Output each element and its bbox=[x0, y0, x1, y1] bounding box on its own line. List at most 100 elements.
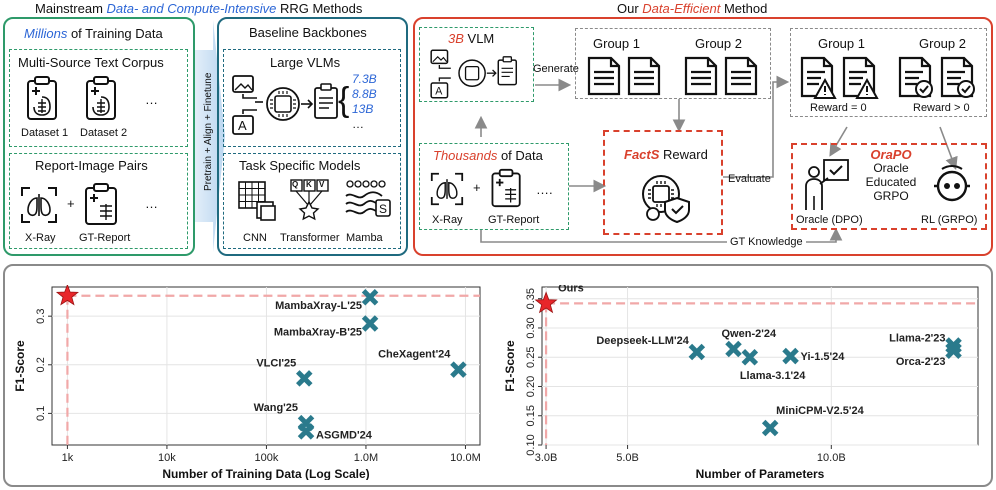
mainstream-title-accent: Data- and Compute-Intensive bbox=[106, 1, 277, 16]
ours-star-marker bbox=[534, 291, 558, 314]
cnn-label: CNN bbox=[243, 232, 267, 244]
baseline-panel bbox=[217, 17, 408, 256]
x-tick-label: 10k bbox=[158, 452, 176, 464]
rew-group2-label: Group 2 bbox=[919, 36, 966, 51]
baseline-title: Baseline Backbones bbox=[249, 25, 367, 40]
x-marker bbox=[450, 361, 467, 378]
facts-title: FactS Reward bbox=[624, 147, 708, 162]
millions-title: Millions of Training Data bbox=[24, 26, 163, 41]
rl-label: RL (GRPO) bbox=[921, 214, 978, 226]
rl-agent-icon bbox=[934, 164, 970, 202]
corpus-title: Multi-Source Text Corpus bbox=[18, 55, 164, 70]
generated-groups-box bbox=[575, 28, 771, 99]
point-label: ASGMD'24 bbox=[316, 429, 373, 441]
x-axis-label: Number of Parameters bbox=[696, 467, 825, 480]
vlm-size-1: 7.3B bbox=[352, 72, 377, 86]
check-docs-icon bbox=[898, 56, 975, 98]
orapo-description: Oracle Educated GRPO bbox=[865, 161, 917, 203]
pairs-plus: + bbox=[67, 196, 75, 211]
task-title: Task Specific Models bbox=[239, 158, 361, 173]
dataset1-icon bbox=[27, 76, 57, 120]
point-label: Ours bbox=[558, 285, 584, 294]
thousands-data-box bbox=[419, 143, 569, 230]
ours-ellipsis: …. bbox=[536, 182, 553, 197]
transformer-label: Transformer bbox=[280, 232, 340, 244]
y-tick-label: 0.2 bbox=[35, 357, 47, 372]
point-label: MambaXray-L'25 bbox=[275, 300, 362, 312]
vlm-brace: { bbox=[338, 81, 350, 119]
dataset2-label: Dataset 2 bbox=[80, 127, 128, 139]
orapo-title: OraPO bbox=[870, 147, 912, 162]
x-axis-label: Number of Training Data (Log Scale) bbox=[162, 467, 369, 480]
dataset1-label: Dataset 1 bbox=[21, 127, 69, 139]
mamba-label: Mamba bbox=[346, 232, 383, 244]
y-tick-label: 0.10 bbox=[525, 434, 537, 455]
transformer-icon bbox=[290, 179, 329, 221]
gen-group2-docs-icon bbox=[684, 56, 758, 96]
generate-label: Generate bbox=[533, 63, 579, 75]
gt-report-label: GT-Report bbox=[79, 232, 131, 244]
plot-area bbox=[541, 286, 979, 446]
pairs-ellipsis: … bbox=[145, 196, 158, 211]
oracle-label: Oracle (DPO) bbox=[796, 214, 863, 226]
point-label: Yi-1.5'24 bbox=[801, 351, 846, 363]
point-label: CheXagent'24 bbox=[378, 349, 451, 361]
vlm-box bbox=[223, 49, 401, 147]
x-tick-label: 10.0B bbox=[817, 452, 846, 464]
y-tick-label: 0.15 bbox=[525, 405, 537, 426]
vlm-size-list: 7.3B 8.8B 13B … bbox=[352, 72, 377, 132]
point-label: Llama-3.1'24 bbox=[740, 370, 806, 382]
cnn-icon bbox=[238, 181, 276, 221]
ours-title-accent: Data-Efficient bbox=[642, 1, 721, 16]
point-label: Llama-2'23 bbox=[889, 333, 945, 345]
point-label: MiniCPM-V2.5'24 bbox=[776, 405, 864, 417]
point-label: Qwen-2'24 bbox=[722, 328, 777, 340]
ours-xray-icon bbox=[430, 172, 464, 206]
y-axis-label: F1-Score bbox=[503, 340, 517, 392]
y-tick-label: 0.35 bbox=[525, 288, 537, 309]
xray-label: X-Ray bbox=[25, 232, 56, 244]
ours-title: Our Data-Efficient Method bbox=[617, 1, 768, 16]
point-label: Wang'25 bbox=[254, 402, 298, 414]
x-tick-label: 10.0M bbox=[450, 452, 481, 464]
x-tick-label: 1k bbox=[62, 452, 74, 464]
point-label: Orca-2'23 bbox=[896, 356, 946, 368]
mamba-icon: S bbox=[345, 180, 391, 217]
x-marker bbox=[688, 343, 706, 361]
mainstream-panel bbox=[3, 17, 195, 256]
x-tick-label: 1.0M bbox=[354, 452, 378, 464]
dataset2-icon bbox=[86, 76, 116, 120]
pretrain-label: Pretrain + Align + Finetune bbox=[203, 72, 214, 191]
y-tick-label: 0.3 bbox=[35, 309, 47, 324]
point-label: Ours bbox=[79, 285, 105, 287]
gen-group2-label: Group 2 bbox=[695, 36, 742, 51]
gt-report-icon bbox=[85, 183, 117, 225]
ours-xray-label: X-Ray bbox=[432, 214, 463, 226]
ours-gt-report-icon bbox=[491, 168, 521, 208]
mainstream-title: Mainstream Data- and Compute-Intensive R… bbox=[35, 1, 363, 16]
report-image-box bbox=[9, 153, 188, 249]
vlm-size-3: 13B bbox=[352, 102, 374, 116]
x-marker bbox=[297, 423, 315, 440]
charts-panel bbox=[3, 264, 993, 487]
x-tick-label: 3.0B bbox=[535, 452, 558, 464]
ours-gt-report-label: GT-Report bbox=[488, 214, 540, 226]
reward-positive-label: Reward > 0 bbox=[913, 102, 970, 114]
y-tick-label: 0.20 bbox=[525, 376, 537, 397]
gt-knowledge-label: GT Knowledge bbox=[727, 236, 806, 248]
x-marker bbox=[296, 370, 313, 387]
ours-vlm-box bbox=[419, 27, 534, 102]
ours-vlm-title: 3B VLM bbox=[448, 31, 495, 46]
x-marker bbox=[725, 340, 742, 358]
facts-reward-icon bbox=[642, 175, 690, 224]
point-label: MambaXray-B'25 bbox=[274, 326, 362, 338]
oracle-teacher-icon bbox=[805, 159, 849, 210]
ours-panel bbox=[413, 17, 993, 256]
corpus-ellipsis: … bbox=[145, 92, 158, 107]
orapo-box bbox=[791, 143, 987, 230]
task-specific-box bbox=[223, 153, 401, 249]
thousands-title: Thousands of Data bbox=[433, 148, 543, 163]
xray-icon bbox=[21, 187, 57, 223]
gen-group1-docs-icon bbox=[587, 56, 661, 96]
